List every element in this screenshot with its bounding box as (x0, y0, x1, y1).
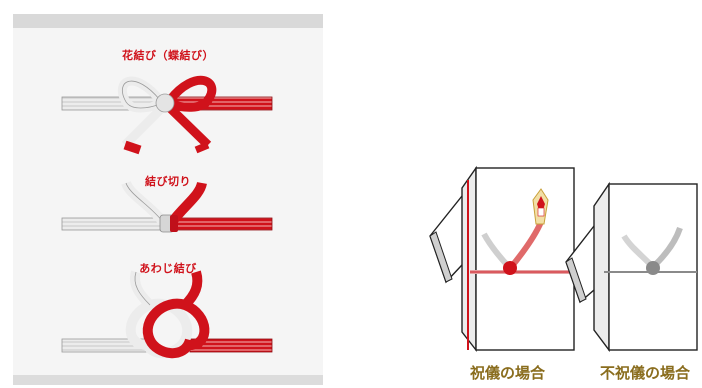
panel-top-band (13, 14, 323, 28)
label-musubikiri: 結び切り (145, 175, 191, 188)
caption-condolence: 不祝儀の場合 (600, 364, 691, 382)
label-hana-musubi: 花結び（蝶結び） (122, 49, 214, 62)
noshi-envelope-celebration (429, 165, 575, 353)
awaji-musubi-illustration (61, 270, 273, 359)
mizuhiki-types-panel: 花結び（蝶結び） 結び切り あわじ結び (13, 14, 323, 385)
label-awaji-musubi: あわじ結び (139, 262, 197, 275)
noshi-envelope-condolence (565, 181, 698, 353)
caption-celebration: 祝儀の場合 (470, 364, 546, 382)
hana-musubi-illustration (61, 75, 273, 155)
panel-bottom-band (13, 375, 323, 385)
musubikiri-illustration (61, 180, 273, 233)
